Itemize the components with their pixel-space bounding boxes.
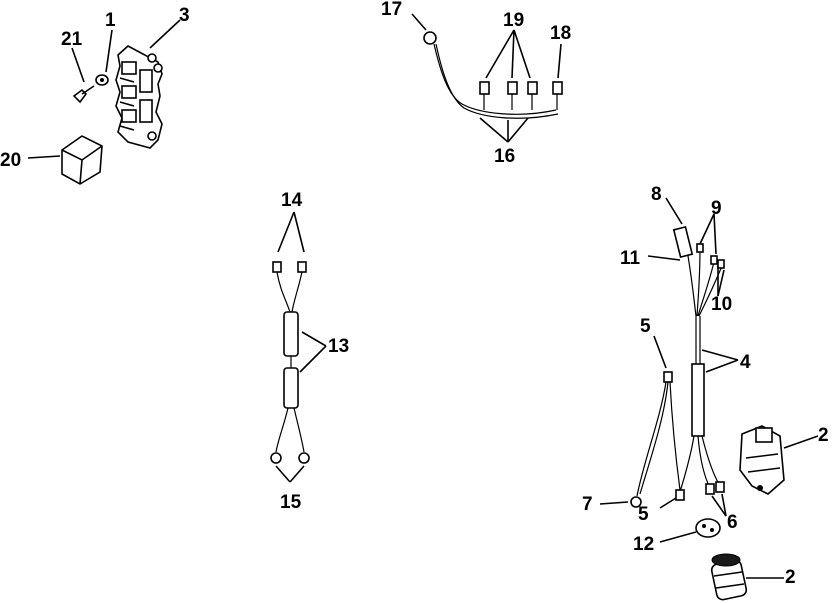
label-20: 20: [0, 150, 21, 171]
label-2-bottom: 2: [785, 567, 796, 588]
label-17: 17: [381, 0, 402, 20]
label-2-top: 2: [818, 425, 829, 446]
label-11: 11: [620, 248, 641, 269]
solenoid-icon: [739, 425, 785, 495]
label-21: 21: [61, 29, 83, 50]
washer-icon: [95, 74, 109, 86]
label-6: 6: [727, 512, 738, 533]
label-4: 4: [740, 352, 751, 373]
label-7: 7: [582, 494, 593, 515]
label-18: 18: [550, 23, 571, 44]
screw-icon: [72, 85, 95, 104]
terminal-block-icon: [115, 45, 163, 149]
label-8: 8: [651, 184, 662, 205]
label-15: 15: [280, 492, 302, 513]
grommet-icon: [695, 518, 721, 538]
ground-wire-harness-icon: [423, 31, 563, 119]
relay-icon: [61, 135, 103, 185]
label-19: 19: [503, 10, 524, 31]
main-wire-harness-icon: [630, 225, 725, 508]
label-9: 9: [711, 198, 722, 219]
label-5-bottom: 5: [638, 504, 649, 525]
label-10: 10: [711, 294, 732, 315]
wire-harness-icon: [270, 261, 310, 464]
label-13: 13: [328, 336, 349, 357]
label-5-top: 5: [640, 316, 651, 337]
label-16: 16: [494, 146, 515, 167]
label-12: 12: [633, 534, 654, 555]
solenoid-icon: [710, 553, 748, 601]
label-3: 3: [179, 5, 190, 26]
label-1: 1: [105, 10, 116, 31]
label-14: 14: [281, 190, 303, 211]
